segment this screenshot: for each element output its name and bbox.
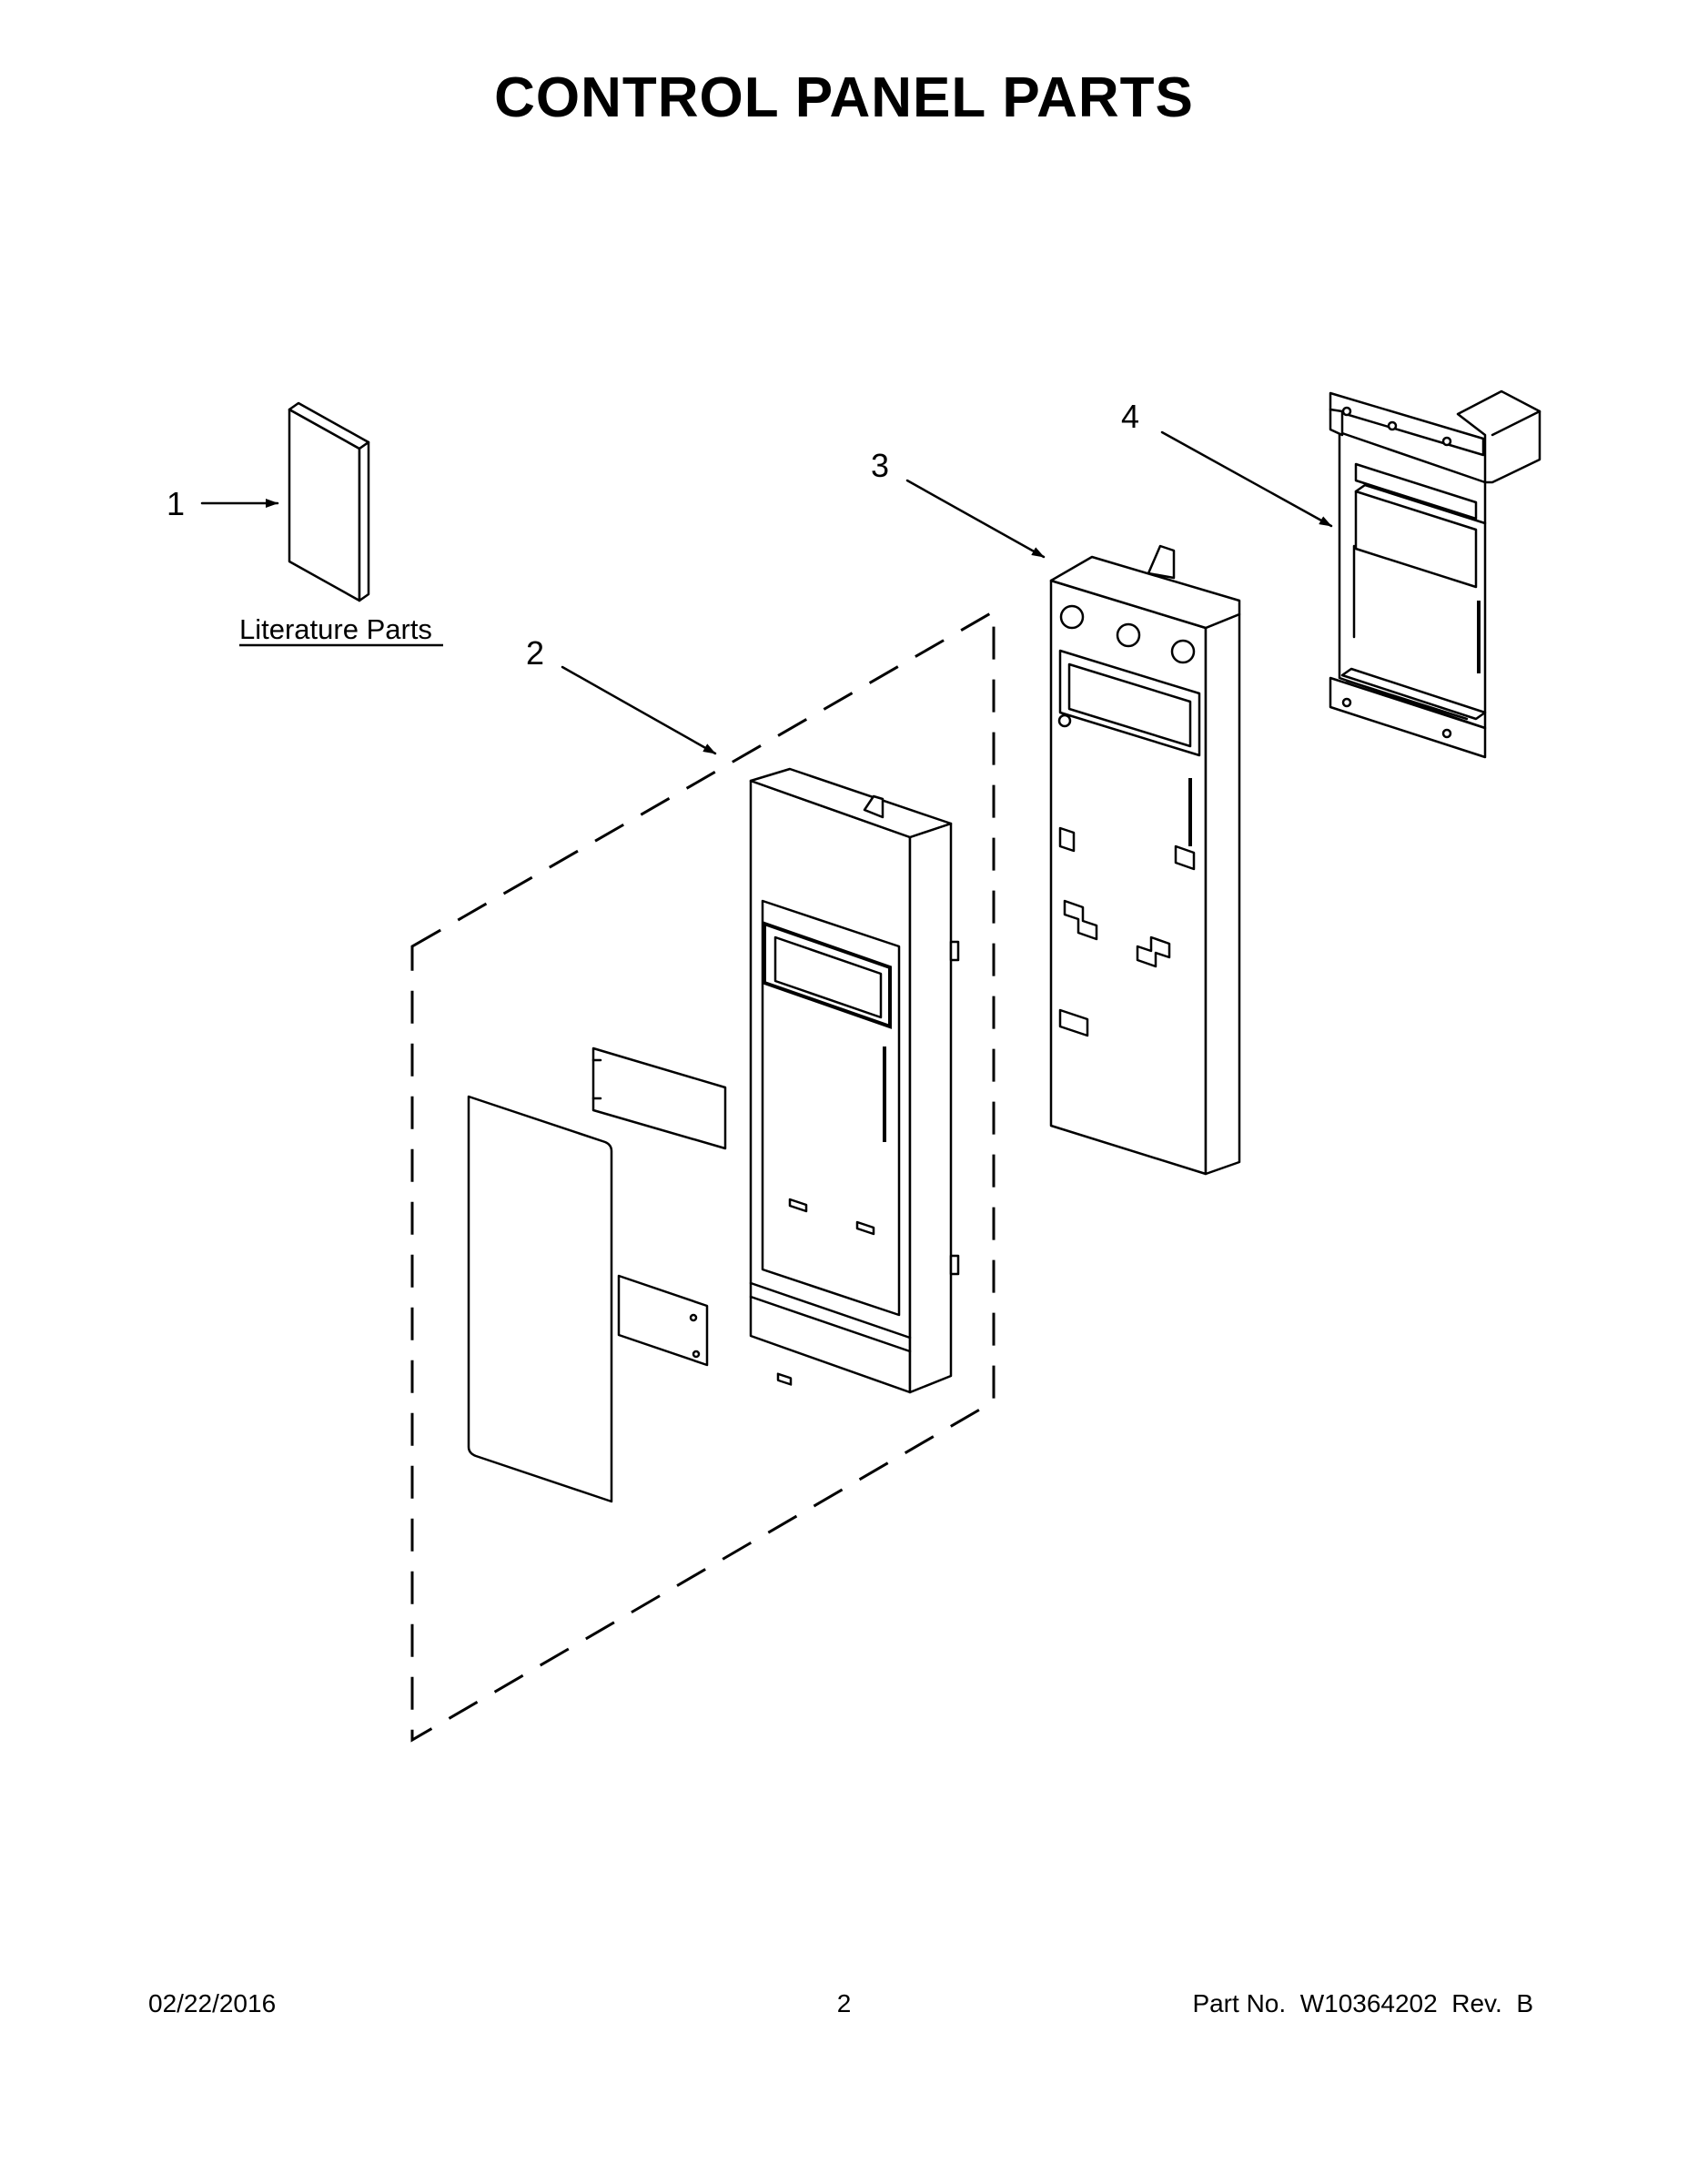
callout-4-arrow: [1160, 430, 1333, 528]
electronic-control-board: [1329, 389, 1541, 759]
page-title: CONTROL PANEL PARTS: [494, 66, 1194, 129]
keypad-overlay: [467, 1095, 613, 1503]
footer-part-number: Part No. W10364202 Rev. B: [1192, 1989, 1533, 2017]
control-panel-housing: [1049, 544, 1241, 1176]
footer-page-number: 2: [836, 1989, 852, 2017]
assembly-group-dashed-box: [410, 609, 996, 1743]
control-panel-frame: [749, 767, 960, 1394]
bracket-plate: [617, 1274, 709, 1367]
callout-2-arrow: [561, 665, 717, 755]
callout-3: 3: [871, 447, 889, 484]
literature-parts-book: [288, 401, 370, 602]
callout-4: 4: [1121, 398, 1139, 435]
display-window: [591, 1046, 727, 1150]
callout-2: 2: [526, 634, 544, 672]
literature-parts-label: Literature Parts: [239, 613, 432, 645]
footer-date: 02/22/2016: [148, 1989, 277, 2017]
callout-3-arrow: [905, 479, 1046, 559]
callout-1: 1: [167, 485, 185, 522]
